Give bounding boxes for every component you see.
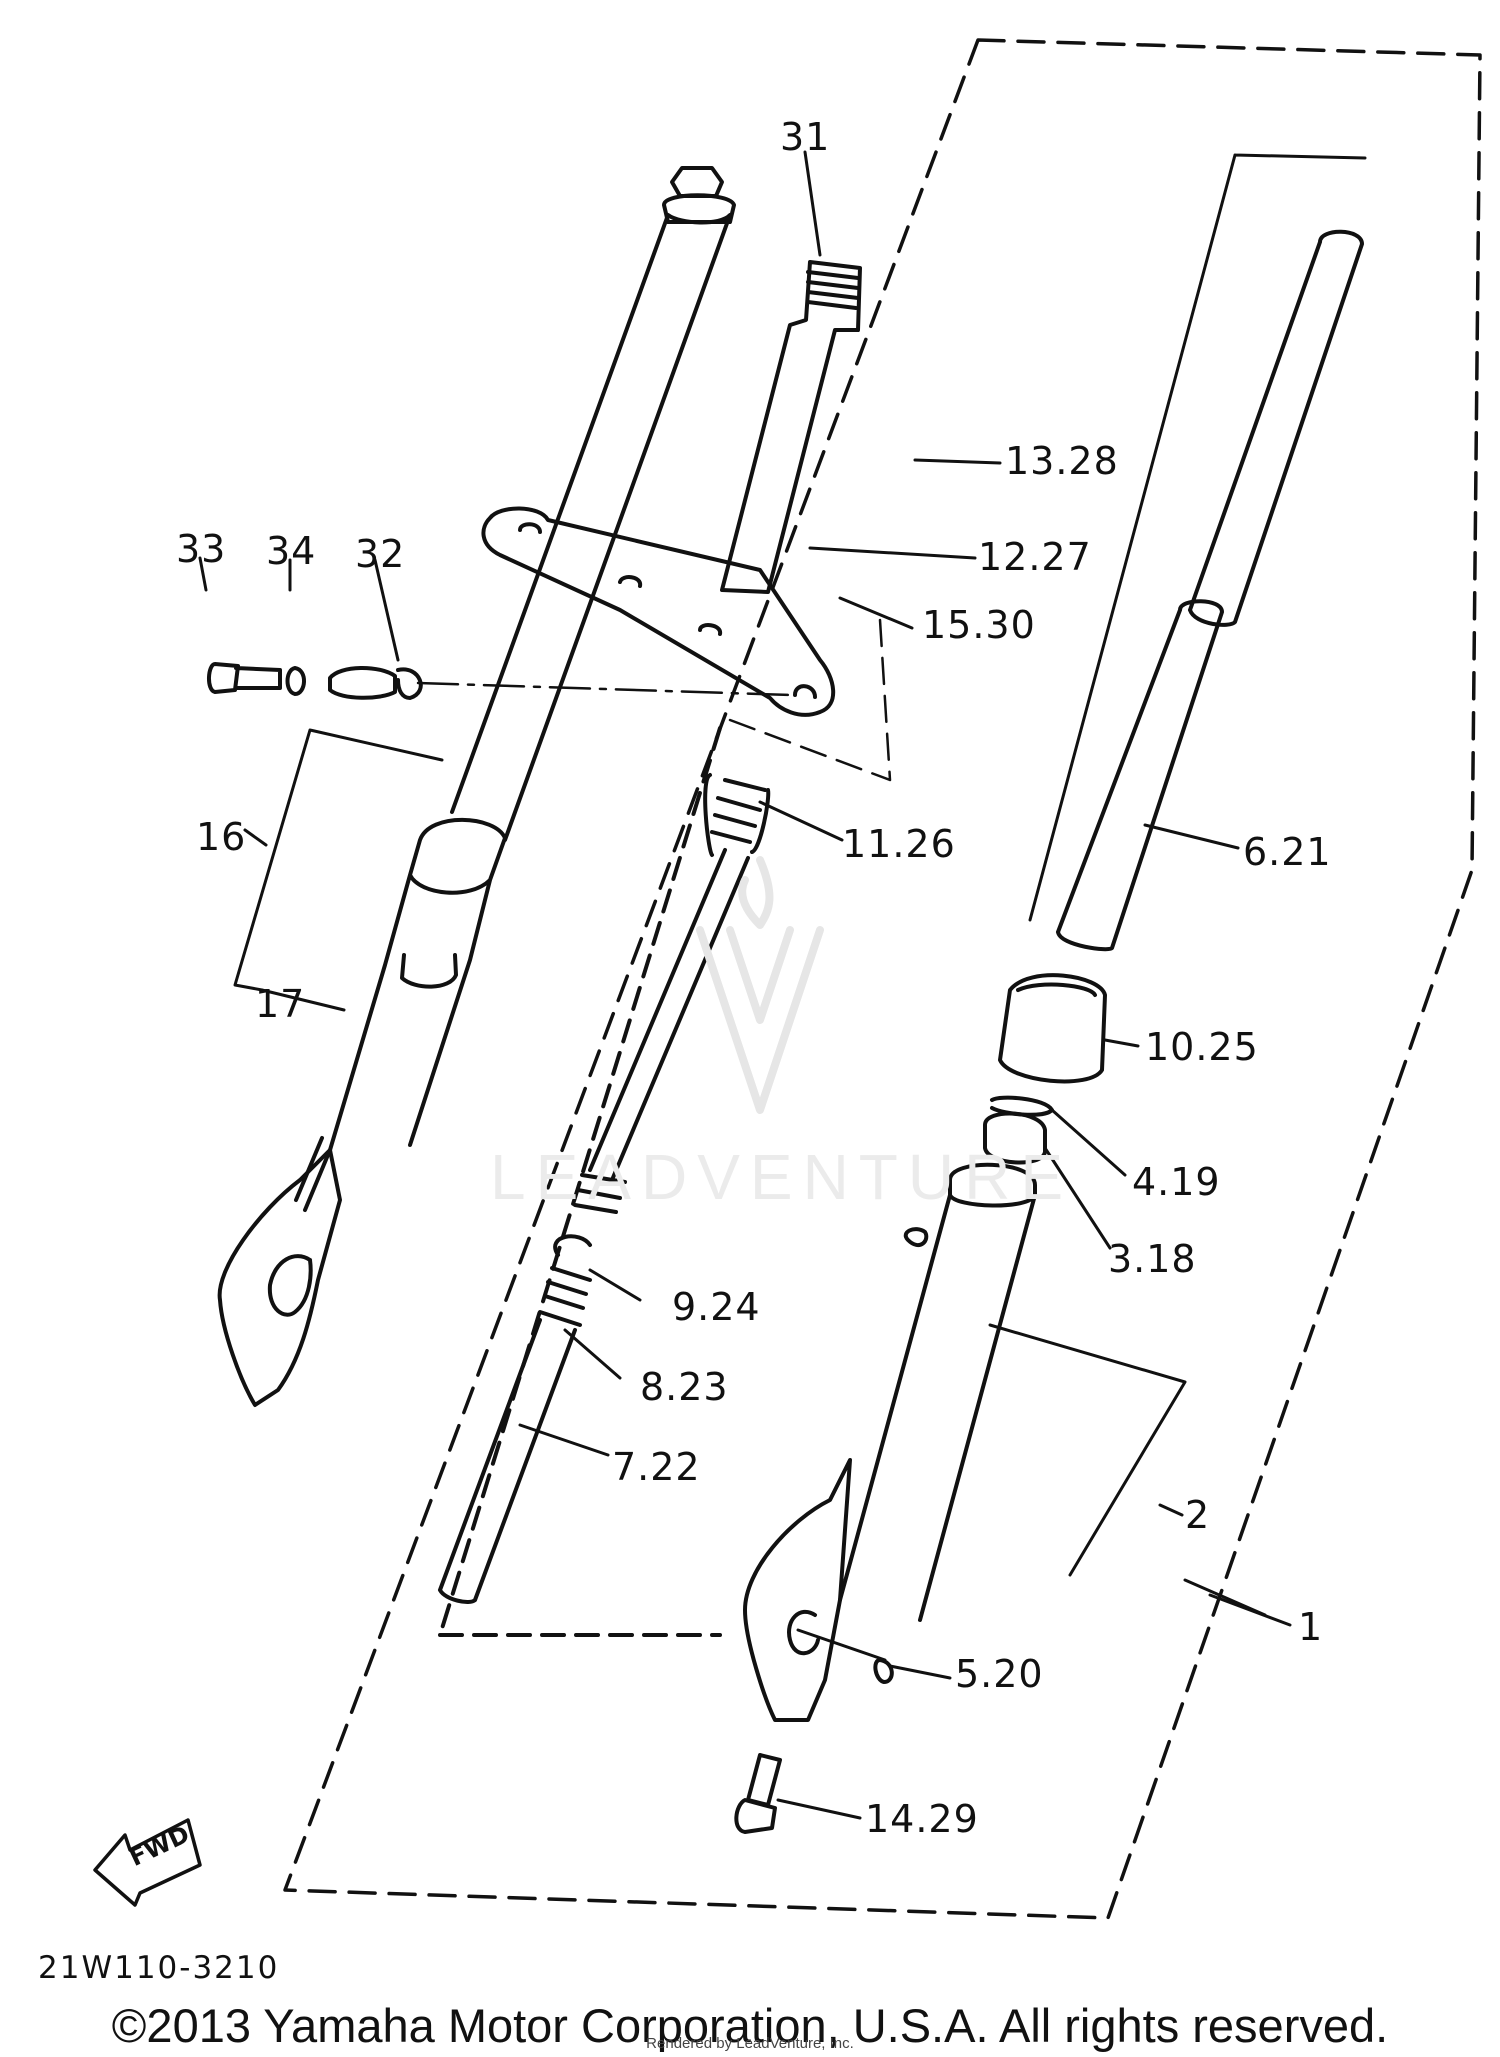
diagram-code: 21W110-3210: [38, 1950, 280, 1986]
under-bracket-holes: [518, 522, 817, 699]
bracket-fasteners: [207, 662, 792, 700]
left-inner-tube: [450, 213, 732, 842]
left-outer-tube: [328, 818, 507, 1152]
callout-8-23: 8.23: [640, 1365, 729, 1409]
rod-spring-lower: [573, 1173, 627, 1214]
callout-31: 31: [780, 115, 831, 159]
cable-guide-32: [328, 666, 423, 700]
callout-33: 33: [176, 527, 227, 571]
left-assembly-bracket: [233, 728, 444, 992]
callout-6-21: 6.21: [1243, 830, 1332, 874]
leader-lines: [198, 150, 1292, 1820]
callout-5-20: 5.20: [955, 1652, 1044, 1696]
bracket-bolt-axis: [416, 681, 792, 697]
bolt-14-29: [734, 1753, 782, 1834]
damper-inner-rod: [588, 848, 750, 1182]
callout-32: 32: [355, 532, 406, 576]
callout-16: 16: [196, 815, 247, 859]
callout-12-27: 12.27: [978, 535, 1092, 579]
lower-part-bracket: [988, 1323, 1187, 1577]
under-bracket-assembly: [481, 260, 862, 717]
under-bracket: [481, 506, 836, 717]
washer-34: [285, 666, 306, 696]
right-fork-assembly: [734, 153, 1367, 1834]
oil-seal-10-25: [998, 973, 1107, 1084]
stem-threads: [806, 270, 860, 310]
damper-rod-7-22: [438, 1318, 577, 1604]
left-fork-assembly: [217, 166, 736, 1407]
callout-2: 2: [1185, 1493, 1211, 1537]
rebound-spring-11-26: [703, 773, 771, 857]
callout-17: 17: [255, 982, 306, 1026]
left-fork-cap-bolt: [662, 166, 736, 224]
damper-bracket: [438, 726, 722, 1637]
right-axle-lug: [743, 1458, 852, 1722]
callout-9-24: 9.24: [672, 1285, 761, 1329]
callout-10-25: 10.25: [1145, 1025, 1259, 1069]
callout-15-30: 15.30: [922, 603, 1036, 647]
copyright-notice: ©2013 Yamaha Motor Corporation, U.S.A. A…: [111, 1999, 1389, 2052]
left-fork-boot-detail: [400, 953, 458, 989]
callout-7-22: 7.22: [612, 1445, 701, 1489]
callout-34: 34: [266, 529, 317, 573]
watermark-text: LEADVENTURE: [490, 1141, 1073, 1213]
outer-tube-2: [838, 1162, 1037, 1622]
watermark-logo: [696, 856, 824, 1114]
callout-11-26: 11.26: [842, 822, 956, 866]
leader-1: [1183, 1578, 1267, 1617]
inner-tube-6-21: [1056, 229, 1364, 952]
bolt-33: [207, 662, 282, 694]
damper-rod-subassembly: [438, 618, 892, 1637]
outer-tube-bolt: [903, 1227, 929, 1247]
damper-axis: [728, 618, 892, 782]
assembly-boundary: [283, 38, 1482, 1920]
damper-spring-9-24: [538, 1234, 592, 1327]
callout-13-28: 13.28: [1005, 439, 1119, 483]
drain-washer-5-20: [873, 1658, 894, 1684]
callout-3-18: 3.18: [1108, 1237, 1197, 1281]
callout-1: 1: [1298, 1605, 1324, 1649]
top-bracket-line: [1028, 153, 1367, 922]
left-lug-rib: [294, 1136, 332, 1212]
callout-14-29: 14.29: [865, 1797, 979, 1841]
spacer-3-18: [983, 1111, 1047, 1165]
callout-4-19: 4.19: [1132, 1160, 1221, 1204]
fwd-arrow: [93, 1818, 202, 1907]
rendered-by-note: Rendered by LeadVenture, Inc.: [646, 2035, 854, 2052]
left-axle-lug: [217, 1148, 342, 1407]
